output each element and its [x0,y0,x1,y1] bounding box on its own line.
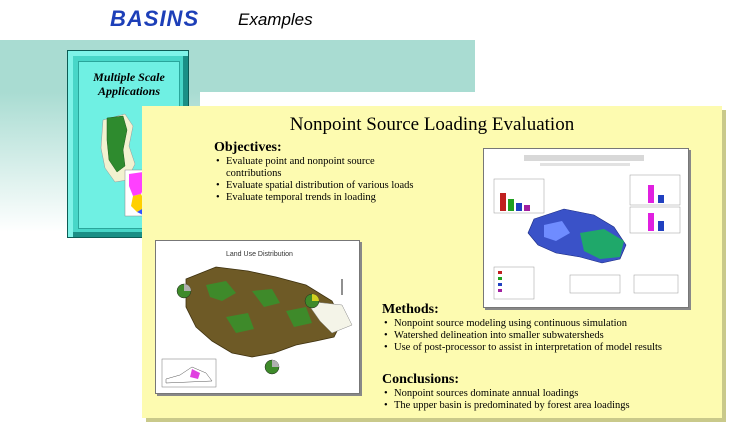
method-item: Use of post-processor to assist in inter… [382,342,722,354]
mini-bar-chart [493,178,545,214]
method-item: Watershed delineation into smaller subwa… [382,330,722,342]
forest-patch [286,307,312,327]
watershed-light-shape [544,221,570,241]
mini-bar-chart [569,274,621,294]
lower-basin-shape [305,300,353,334]
watershed-green-shape [580,229,624,259]
mini-bar-chart [629,206,681,234]
conclusions-list: Nonpoint sources dominate annual loading… [382,388,722,412]
land-use-map-title: Land Use Distribution [226,251,293,258]
mini-bar [648,213,654,231]
header-subtitle: Examples [238,10,313,29]
inset-outline [165,366,213,384]
objective-item: Evaluate point and nonpoint source contr… [214,156,414,180]
mini-bar-chart [629,174,681,206]
inset-highlight [190,369,200,379]
basin-shape [106,115,128,173]
legend-swatch [498,289,502,292]
mini-bar [658,221,664,231]
objectives-section: Objectives: Evaluate point and nonpoint … [214,140,414,204]
pie-slice [272,360,279,367]
mini-bar [524,205,530,211]
mini-bar-chart [633,274,679,294]
objectives-list: Evaluate point and nonpoint source contr… [214,156,414,204]
objectives-heading: Objectives: [214,140,282,155]
pie-slice [312,294,319,301]
legend-swatch [498,283,502,286]
mini-bar [658,195,664,203]
card-title-line2: Applications [97,84,160,98]
methods-heading: Methods: [382,302,439,317]
card-title-line1: Multiple Scale [93,70,165,84]
legend-swatch [498,271,502,274]
mini-bar [648,185,654,203]
methods-section: Methods: Nonpoint source modeling using … [382,302,722,354]
conclusions-section: Conclusions: Nonpoint sources dominate a… [382,372,722,412]
figure-legend [493,266,535,300]
pie-slice [184,284,191,291]
multiple-scale-card-title: Multiple Scale Applications [79,70,179,98]
legend-swatch [498,277,502,280]
method-item: Nonpoint source modeling using continuou… [382,318,722,330]
forest-patch [226,313,254,333]
land-use-map-graphic [161,266,353,388]
conclusion-item: The upper basin is predominated by fores… [382,400,722,412]
panel-title: Nonpoint Source Loading Evaluation [289,114,575,135]
methods-list: Nonpoint source modeling using continuou… [382,318,722,354]
land-use-inset [161,358,217,388]
forest-patch [206,281,236,301]
load-distribution-graphic [493,155,681,300]
conclusions-heading: Conclusions: [382,372,460,387]
figure-subtitle-placeholder [540,163,630,166]
figure-title-placeholder [524,155,644,161]
basins-logo: BASINS [110,6,200,31]
mini-bar [500,193,506,211]
forest-patch [252,289,280,307]
conclusion-item: Nonpoint sources dominate annual loading… [382,388,722,400]
objective-item: Evaluate spatial distribution of various… [214,180,414,192]
mini-bar [516,203,522,211]
load-distribution-figure[interactable] [483,148,689,308]
mini-bar [508,199,514,211]
objective-item: Evaluate temporal trends in loading [214,192,414,204]
land-use-map-figure[interactable]: Land Use Distribution [155,240,360,394]
